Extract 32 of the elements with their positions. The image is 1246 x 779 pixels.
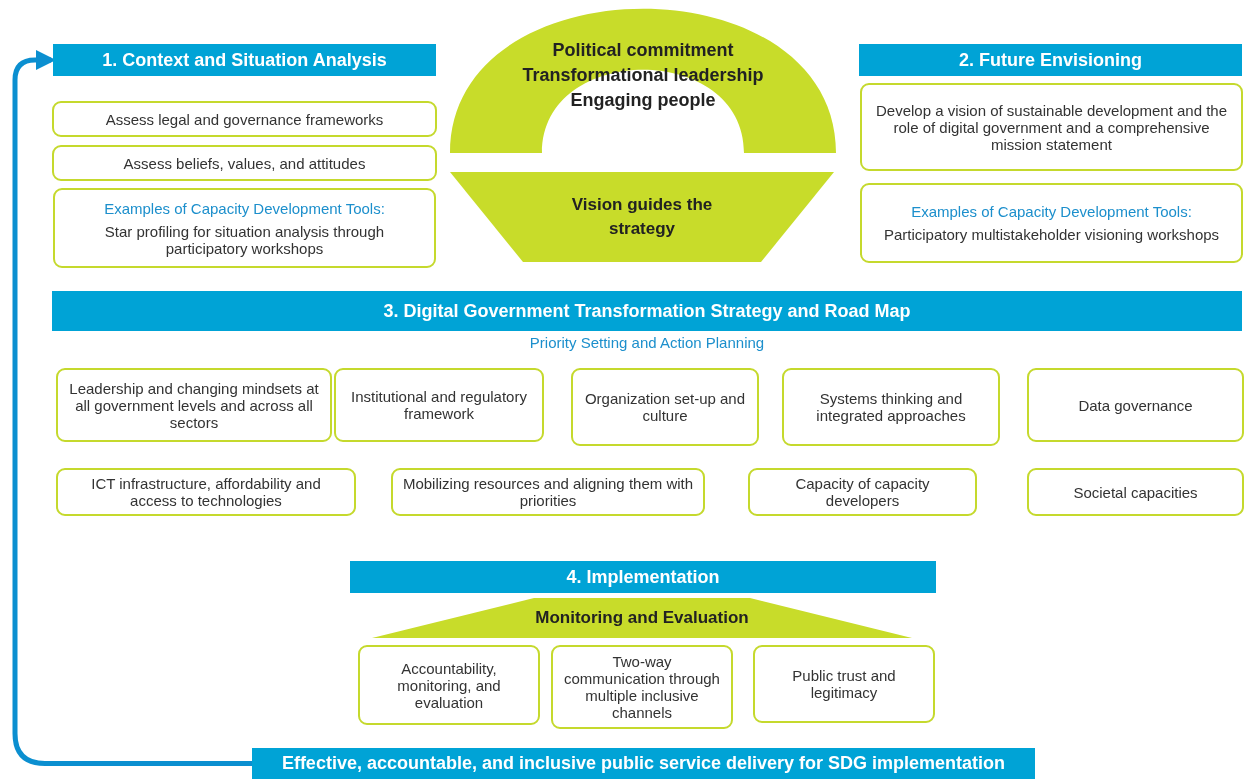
text-box: Leadership and changing mindsets at all government levels and across all sectors bbox=[56, 368, 332, 442]
box-text: Star profiling for situation analysis through participatory workshops bbox=[103, 222, 386, 257]
text-box: ICT infrastructure, affordability and access to technologies bbox=[56, 468, 356, 516]
text-box: Accountability, monitoring, and evaluation bbox=[358, 645, 540, 725]
text-box: Societal capacities bbox=[1027, 468, 1244, 516]
text-box: Assess beliefs, values, and attitudes bbox=[52, 145, 437, 181]
text-box: Organization set-up and culture bbox=[571, 368, 759, 446]
text-box: Public trust and legitimacy bbox=[753, 645, 935, 723]
title-banner: 3. Digital Government Transformation Strategy and Road Map bbox=[52, 291, 1242, 331]
shape-text: Political commitment bbox=[552, 38, 734, 62]
box-heading: Examples of Capacity Development Tools: bbox=[104, 199, 385, 217]
text-box: Two-way communication through multiple inclusive channels bbox=[551, 645, 733, 729]
box-text: Participatory multistakeholder visioning workshops bbox=[883, 226, 1220, 243]
text-box: Develop a vision of sustainable development and the role of digital government and a comprehensive mission statement bbox=[860, 83, 1243, 171]
title-banner: 1. Context and Situation Analysis bbox=[53, 44, 436, 76]
text-box: Mobilizing resources and aligning them with priorities bbox=[391, 468, 705, 516]
title-banner: 2. Future Envisioning bbox=[859, 44, 1242, 76]
text-box: Institutional and regulatory framework bbox=[334, 368, 544, 442]
shape-text: Monitoring and Evaluation bbox=[535, 608, 749, 628]
text-box: Assess legal and governance frameworks bbox=[52, 101, 437, 137]
title-banner: 4. Implementation bbox=[350, 561, 936, 593]
subtitle-text: Priority Setting and Action Planning bbox=[529, 334, 765, 351]
title-banner: Effective, accountable, and inclusive public service delivery for SDG implementation bbox=[252, 748, 1035, 779]
text-box: Capacity of capacity developers bbox=[748, 468, 977, 516]
shape-text: Vision guides the strategy bbox=[570, 194, 714, 240]
text-box: Systems thinking and integrated approaches bbox=[782, 368, 1000, 446]
return-arrow bbox=[12, 50, 252, 766]
text-box bbox=[53, 188, 436, 268]
text-box: Data governance bbox=[1027, 368, 1244, 442]
shape-text: Engaging people bbox=[570, 88, 716, 112]
box-heading: Examples of Capacity Development Tools: bbox=[911, 203, 1192, 220]
text-box bbox=[860, 183, 1243, 263]
